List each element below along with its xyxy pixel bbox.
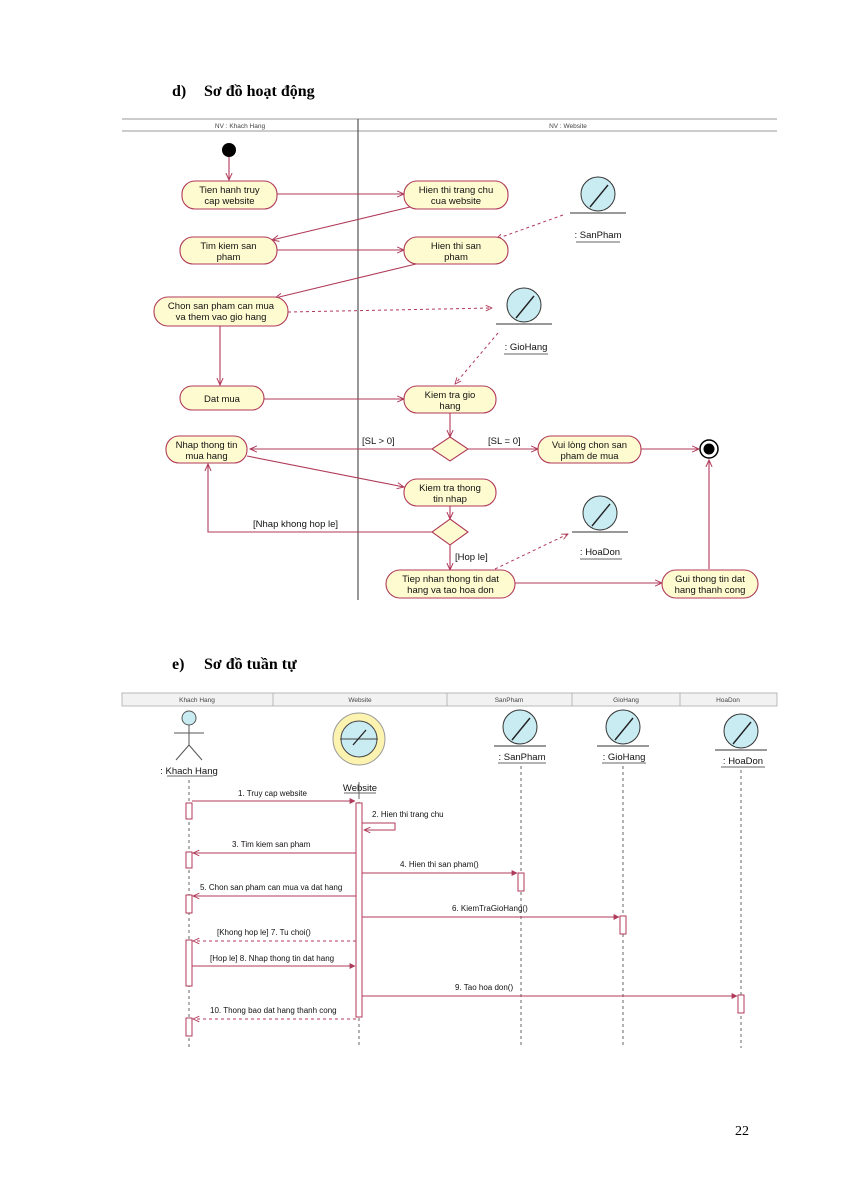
swimlane-khach-hang: NV : Khach Hang xyxy=(215,123,266,130)
seq-msg-9: 9. Tao hoa don() xyxy=(455,983,513,992)
label-gui-tt-2: hang thanh cong xyxy=(675,585,746,596)
label-kiem-tra-tt-1: Kiem tra thong xyxy=(419,483,481,494)
object-hoadon: : HoaDon xyxy=(572,495,628,560)
guard-khong-hop-le: [Nhap khong hop le] xyxy=(253,519,338,530)
lifeline-sanpham-label: : SanPham xyxy=(499,752,546,763)
label-truy-cap-2: cap website xyxy=(204,196,254,207)
label-trang-chu-1: Hien thi trang chu xyxy=(419,185,493,196)
label-gui-tt-1: Gui thong tin dat xyxy=(675,574,745,585)
action-chon-sp xyxy=(153,296,289,327)
action-tiep-nhan xyxy=(385,569,516,599)
activity-heading: d) Sơ đồ hoạt động xyxy=(172,83,315,101)
object-giohang-label: : GioHang xyxy=(505,342,548,353)
lifeline-hoadon-label: : HoaDon xyxy=(723,756,763,767)
seq-header-hoadon: HoaDon xyxy=(716,697,740,704)
action-nhap-tt xyxy=(165,435,248,464)
label-truy-cap-1: Tien hanh truy xyxy=(199,185,260,196)
object-hoadon-label: : HoaDon xyxy=(580,547,620,558)
label-tim-kiem-2: pham xyxy=(217,252,241,263)
action-hien-sp xyxy=(403,236,509,265)
label-chon-sp-2: va them vao gio hang xyxy=(176,312,267,323)
lifeline-website-label: Website xyxy=(343,783,377,794)
actor-khach-hang xyxy=(174,710,204,761)
sequence-heading-title: Sơ đồ tuần tự xyxy=(204,656,297,673)
decision-hop-le xyxy=(431,518,469,546)
seq-msg-5: 5. Chon san pham can mua va dat hang xyxy=(200,883,342,892)
seq-header-khach-hang: Khach Hang xyxy=(179,697,215,704)
seq-msg-7: [Khong hop le] 7. Tu choi() xyxy=(217,928,311,937)
seq-header-sanpham: SanPham xyxy=(495,697,524,704)
seq-msg-3: 3. Tim kiem san pham xyxy=(232,840,311,849)
initial-node xyxy=(222,143,236,157)
lifeline-sanpham-head xyxy=(494,709,546,747)
seq-msg-1: 1. Truy cap website xyxy=(238,789,307,798)
label-dat-mua: Dat mua xyxy=(204,394,241,405)
guard-sl-gt0: [SL > 0] xyxy=(362,436,395,447)
seq-header-giohang: GioHang xyxy=(613,697,639,704)
page-number: 22 xyxy=(735,1124,749,1139)
label-hien-sp-1: Hien thi san xyxy=(431,241,481,252)
lifeline-website-head xyxy=(332,712,386,766)
label-kiem-tra-tt-2: tin nhap xyxy=(433,494,467,505)
seq-msg-4: 4. Hien thi san pham() xyxy=(400,860,479,869)
activity-diagram: NV : Khach Hang NV : Website xyxy=(122,118,777,600)
activity-heading-number: d) xyxy=(172,83,187,100)
object-sanpham: : SanPham xyxy=(570,176,626,243)
label-kiem-tra-gio-2: hang xyxy=(439,401,460,412)
label-tiep-nhan-1: Tiep nhan thong tin dat xyxy=(402,574,499,585)
action-kiem-tra-tt xyxy=(403,478,497,507)
lifeline-giohang-head xyxy=(597,709,649,747)
label-kiem-tra-gio-1: Kiem tra gio xyxy=(425,390,476,401)
lifeline-khach-label: : Khach Hang xyxy=(160,766,218,777)
label-tim-kiem-1: Tim kiem san xyxy=(200,241,256,252)
sequence-heading: e) Sơ đồ tuần tự xyxy=(172,656,297,674)
seq-msg-10: 10. Thong bao dat hang thanh cong xyxy=(210,1006,337,1015)
label-nhap-tt-2: mua hang xyxy=(185,451,227,462)
seq-header-website: Website xyxy=(348,697,372,704)
lifeline-hoadon-head xyxy=(715,713,767,751)
object-giohang: : GioHang xyxy=(496,287,552,355)
object-sanpham-label: : SanPham xyxy=(575,230,622,241)
action-kiem-tra-gio xyxy=(403,385,497,414)
action-gui-tt xyxy=(661,569,759,599)
sequence-heading-number: e) xyxy=(172,656,185,673)
guard-sl-eq0: [SL = 0] xyxy=(488,436,521,447)
label-tiep-nhan-2: hang va tao hoa don xyxy=(407,585,494,596)
seq-msg-2: 2. Hien thi trang chu xyxy=(372,810,444,819)
seq-msg-6: 6. KiemTraGioHang() xyxy=(452,904,528,913)
guard-hop-le: [Hop le] xyxy=(455,552,488,563)
swimlane-website: NV : Website xyxy=(549,123,587,130)
seq-msg-8: [Hop le] 8. Nhap thong tin dat hang xyxy=(210,954,334,963)
label-nhap-tt-1: Nhap thong tin xyxy=(176,440,238,451)
action-trang-chu xyxy=(403,180,509,210)
label-trang-chu-2: cua website xyxy=(431,196,481,207)
action-tim-kiem xyxy=(179,236,278,265)
label-vui-long-2: pham de mua xyxy=(560,451,619,462)
action-vui-long xyxy=(537,435,642,464)
sequence-diagram: Khach Hang Website SanPham GioHang HoaDo… xyxy=(121,692,778,1048)
label-chon-sp-1: Chon san pham can mua xyxy=(168,301,275,312)
lifeline-giohang-label: : GioHang xyxy=(603,752,646,763)
action-dat-mua xyxy=(179,385,265,411)
label-vui-long-1: Vui lòng chon san xyxy=(552,440,627,451)
activity-heading-title: Sơ đồ hoạt động xyxy=(204,83,315,100)
label-hien-sp-2: pham xyxy=(444,252,468,263)
decision-sl xyxy=(431,436,469,462)
action-truy-cap xyxy=(181,180,278,210)
